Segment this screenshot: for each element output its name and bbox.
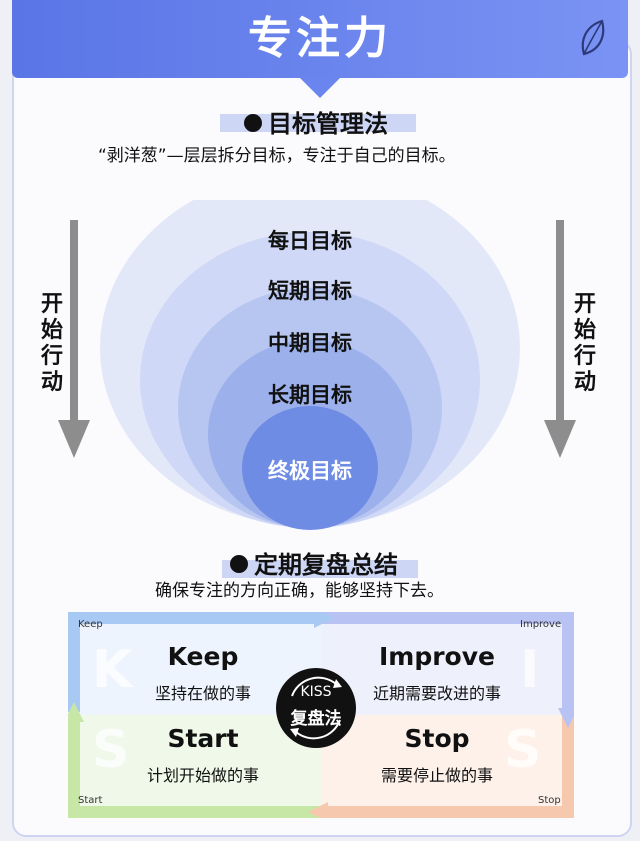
- page-title: 专注力: [248, 13, 392, 64]
- section-title-review: 定期复盘总结: [230, 545, 398, 580]
- bullet-dot: [230, 555, 248, 573]
- onion-label-4: 长期目标: [268, 383, 352, 407]
- left-action-label: 开始行动: [39, 292, 65, 396]
- onion-layer-5: [242, 406, 378, 530]
- bullet-dot: [244, 114, 262, 132]
- kiss-center-badge: KISS 复盘法: [276, 668, 356, 748]
- onion-label-3: 中期目标: [268, 331, 352, 355]
- section-subtitle-goal: “剥洋葱”—层层拆分目标，专注于自己的目标。: [98, 146, 456, 166]
- keep-title: Keep: [167, 642, 239, 671]
- keep-desc: 坚持在做的事: [154, 684, 251, 703]
- right-action-label: 开始行动: [572, 292, 598, 396]
- review-method-label: 复盘法: [290, 709, 342, 729]
- start-quadrant: Start 计划开始做的事: [80, 720, 326, 800]
- onion-label-5: 终极目标: [268, 459, 352, 483]
- improve-title: Improve: [378, 642, 495, 671]
- start-title: Start: [167, 724, 239, 753]
- section-title-text: 定期复盘总结: [254, 551, 398, 579]
- section-highlight: [220, 114, 416, 132]
- stop-letter: S: [504, 720, 542, 780]
- improve-letter: I: [520, 640, 540, 700]
- right-down-arrow: [544, 220, 576, 458]
- start-desc: 计划开始做的事: [146, 766, 259, 785]
- start-letter: S: [92, 720, 130, 780]
- onion-label-1: 每日目标: [268, 229, 352, 253]
- section-highlight: [222, 560, 418, 578]
- cycle-icon: [290, 676, 342, 740]
- keep-letter: K: [92, 640, 133, 700]
- improve-desc: 近期需要改进的事: [372, 684, 501, 703]
- improve-quadrant: Improve 近期需要改进的事: [314, 636, 560, 726]
- keep-quadrant: Keep 坚持在做的事: [80, 636, 326, 726]
- keep-corner-label: Keep: [78, 619, 103, 630]
- section-title-goal: 目标管理法: [244, 104, 388, 139]
- stop-corner-label: Stop: [538, 795, 561, 806]
- section-title-text: 目标管理法: [268, 110, 388, 138]
- header-notch: [298, 76, 342, 98]
- stop-title: Stop: [404, 724, 470, 753]
- kiss-label: KISS: [300, 684, 332, 700]
- leaf-icon: [581, 19, 605, 56]
- improve-corner-label: Improve: [520, 619, 562, 630]
- stop-desc: 需要停止做的事: [380, 766, 493, 785]
- start-corner-label: Start: [78, 795, 103, 806]
- section-subtitle-review: 确保专注的方向正确，能够坚持下去。: [155, 581, 444, 601]
- left-down-arrow: [58, 220, 90, 458]
- stop-quadrant: Stop 需要停止做的事: [314, 720, 560, 800]
- header-banner: [12, 0, 628, 78]
- onion-label-2: 短期目标: [268, 279, 352, 303]
